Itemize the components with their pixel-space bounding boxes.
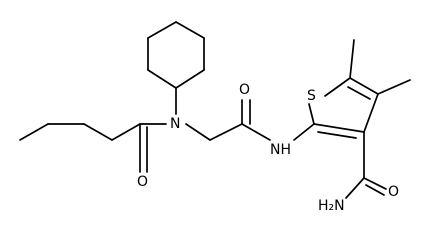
methyl-4 — [377, 79, 411, 95]
carboxamide-group — [345, 131, 387, 199]
amine-nh-label: NH — [270, 142, 291, 158]
cyclohexyl-ring — [147, 21, 205, 89]
amide-nitrogen-label: N — [170, 116, 180, 132]
thiophene-ring — [308, 77, 379, 139]
carboxamide-oxygen-label: O — [388, 184, 399, 200]
methyl-5 — [349, 39, 355, 79]
chemical-structure: N NH O O S O H₂N — [19, 21, 411, 214]
ketone-oxygen-label: O — [239, 82, 250, 98]
carboxamide-nh2-label: H₂N — [318, 198, 345, 214]
pentanoyl-chain — [19, 123, 167, 173]
glycyl-linker — [185, 99, 271, 141]
thiophene-sulfur-label: S — [307, 88, 316, 104]
nh-thiophene-bond — [293, 123, 315, 141]
amide-oxygen-label: O — [137, 174, 148, 190]
